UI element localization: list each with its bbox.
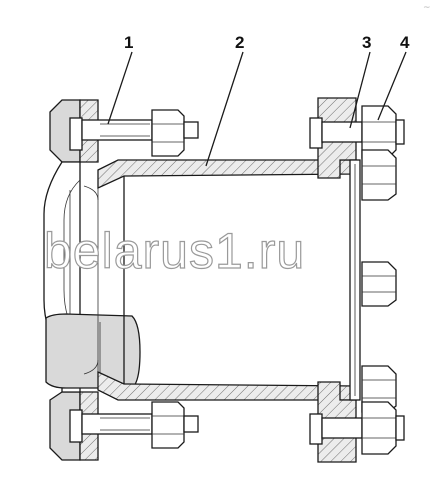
watermark: belarus1.ru xyxy=(44,223,305,279)
callout-2: 2 xyxy=(235,33,244,52)
right-flange xyxy=(317,97,361,463)
callout-3: 3 xyxy=(362,33,371,52)
tube xyxy=(83,159,357,401)
callout-4: 4 xyxy=(400,33,410,52)
left-bottom-bolt xyxy=(69,401,199,449)
right-upper-nut xyxy=(361,149,397,201)
right-middle-nut xyxy=(361,261,397,307)
callout-1: 1 xyxy=(124,33,133,52)
left-top-bolt xyxy=(69,109,199,157)
right-bottom-bolt xyxy=(309,401,405,455)
leader-lines xyxy=(107,51,407,167)
corner-mark: ~ xyxy=(423,3,431,13)
left-housing xyxy=(43,99,141,461)
